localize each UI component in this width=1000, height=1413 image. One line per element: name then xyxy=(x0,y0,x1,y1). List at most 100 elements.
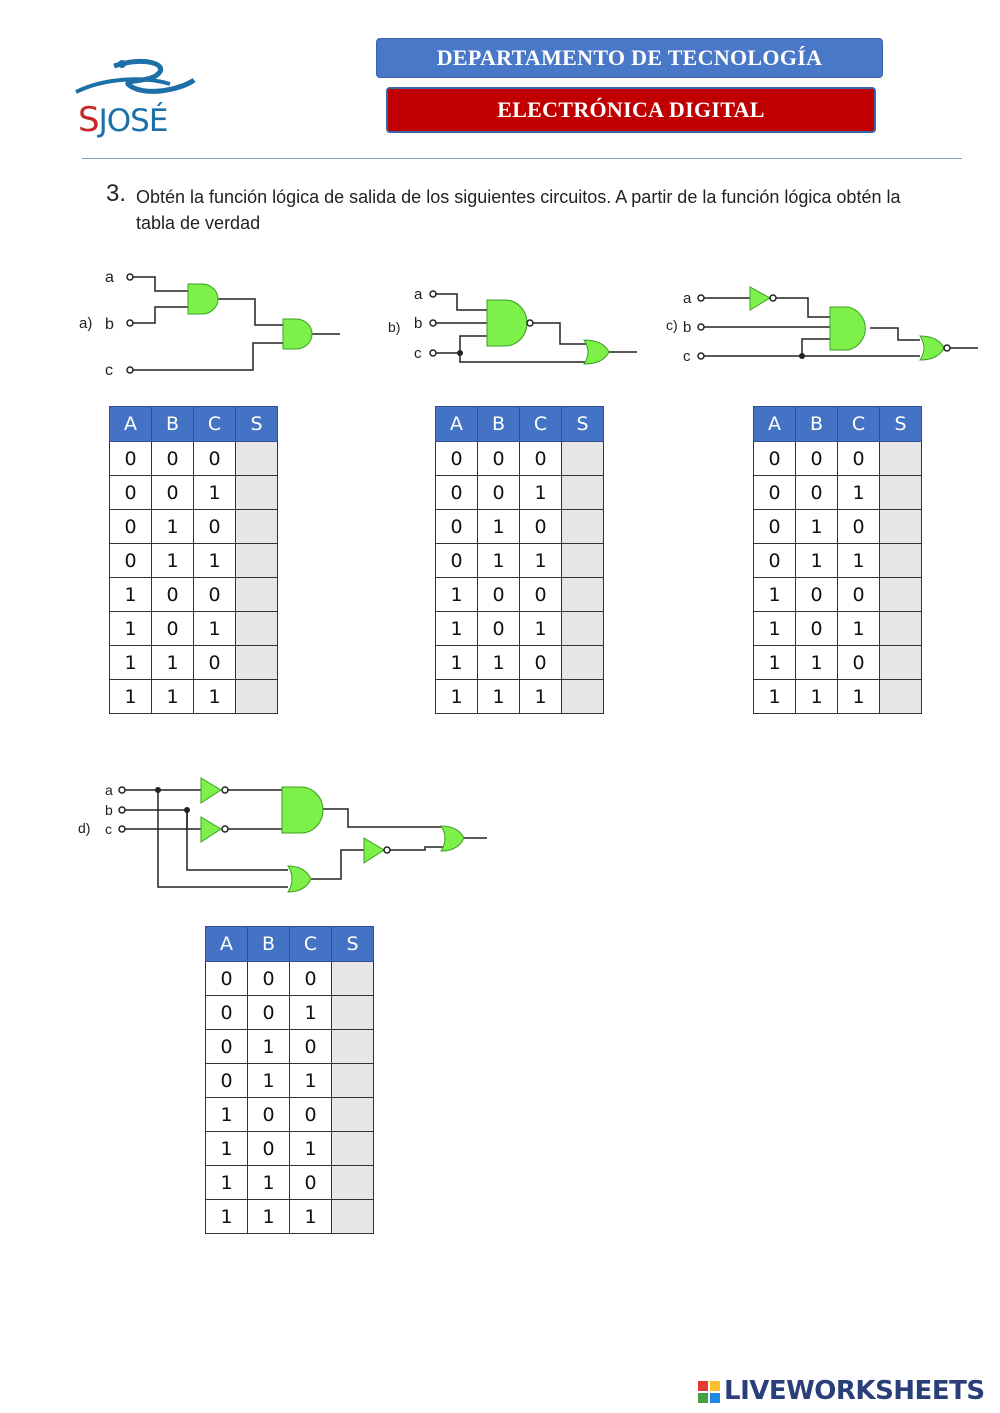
input-value-cell: 0 xyxy=(519,441,562,476)
input-value-cell: 0 xyxy=(109,475,152,510)
output-answer-cell[interactable] xyxy=(561,509,604,544)
input-value-cell: 1 xyxy=(477,543,520,578)
input-value-cell: 1 xyxy=(205,1199,248,1234)
input-value-cell: 0 xyxy=(247,961,290,996)
input-value-cell: 0 xyxy=(795,475,838,510)
output-answer-cell[interactable] xyxy=(331,1029,374,1064)
exercise-instructions: Obtén la función lógica de salida de los… xyxy=(136,187,901,233)
input-value-cell: 0 xyxy=(519,577,562,612)
input-value-cell: 1 xyxy=(435,679,478,714)
input-value-cell: 0 xyxy=(837,577,880,612)
output-answer-cell[interactable] xyxy=(561,679,604,714)
output-answer-cell[interactable] xyxy=(235,441,278,476)
input-value-cell: 1 xyxy=(519,475,562,510)
input-value-cell: 1 xyxy=(289,1131,332,1166)
subject-banner: ELECTRÓNICA DIGITAL xyxy=(386,87,876,133)
circuit-c-input-b: b xyxy=(683,319,691,336)
input-value-cell: 1 xyxy=(151,509,194,544)
circuit-a-input-c: c xyxy=(105,362,113,379)
table-header-cell: A xyxy=(205,926,248,962)
output-answer-cell[interactable] xyxy=(235,509,278,544)
liveworksheets-logo-icon xyxy=(698,1381,720,1403)
output-answer-cell[interactable] xyxy=(235,679,278,714)
output-answer-cell[interactable] xyxy=(561,441,604,476)
output-answer-cell[interactable] xyxy=(561,543,604,578)
input-value-cell: 1 xyxy=(795,543,838,578)
input-value-cell: 0 xyxy=(837,645,880,680)
output-answer-cell[interactable] xyxy=(235,611,278,646)
output-answer-cell[interactable] xyxy=(879,509,922,544)
output-answer-cell[interactable] xyxy=(561,645,604,680)
input-value-cell: 0 xyxy=(795,441,838,476)
circuit-b-label: b) xyxy=(388,319,400,335)
output-answer-cell[interactable] xyxy=(331,1063,374,1098)
input-value-cell: 1 xyxy=(247,1199,290,1234)
output-answer-cell[interactable] xyxy=(235,645,278,680)
input-value-cell: 1 xyxy=(205,1097,248,1132)
input-value-cell: 1 xyxy=(837,475,880,510)
circuit-a-label: a) xyxy=(79,315,92,332)
input-value-cell: 0 xyxy=(247,1097,290,1132)
input-value-cell: 1 xyxy=(193,611,236,646)
input-value-cell: 1 xyxy=(435,577,478,612)
table-header-cell: A xyxy=(435,406,478,442)
input-value-cell: 0 xyxy=(753,475,796,510)
output-answer-cell[interactable] xyxy=(331,1199,374,1234)
circuit-a-input-b: b xyxy=(105,316,114,333)
input-value-cell: 0 xyxy=(151,441,194,476)
input-value-cell: 1 xyxy=(837,611,880,646)
output-answer-cell[interactable] xyxy=(561,611,604,646)
input-value-cell: 1 xyxy=(193,679,236,714)
input-value-cell: 1 xyxy=(289,1063,332,1098)
output-answer-cell[interactable] xyxy=(879,441,922,476)
input-value-cell: 1 xyxy=(247,1165,290,1200)
input-value-cell: 0 xyxy=(193,577,236,612)
circuit-a-diagram: a b c a) xyxy=(79,269,340,379)
output-answer-cell[interactable] xyxy=(561,577,604,612)
input-value-cell: 1 xyxy=(477,679,520,714)
input-value-cell: 0 xyxy=(435,475,478,510)
input-value-cell: 0 xyxy=(519,509,562,544)
input-value-cell: 0 xyxy=(151,577,194,612)
output-answer-cell[interactable] xyxy=(331,1097,374,1132)
output-answer-cell[interactable] xyxy=(331,961,374,996)
output-answer-cell[interactable] xyxy=(331,1131,374,1166)
input-value-cell: 0 xyxy=(795,611,838,646)
input-value-cell: 1 xyxy=(837,679,880,714)
input-value-cell: 0 xyxy=(837,441,880,476)
circuit-c-input-c: c xyxy=(683,348,691,365)
output-answer-cell[interactable] xyxy=(331,1165,374,1200)
output-answer-cell[interactable] xyxy=(879,577,922,612)
output-answer-cell[interactable] xyxy=(879,475,922,510)
output-answer-cell[interactable] xyxy=(879,611,922,646)
output-answer-cell[interactable] xyxy=(879,645,922,680)
output-answer-cell[interactable] xyxy=(235,577,278,612)
input-value-cell: 1 xyxy=(753,645,796,680)
input-value-cell: 0 xyxy=(205,961,248,996)
output-answer-cell[interactable] xyxy=(561,475,604,510)
table-header-cell: S xyxy=(879,406,922,442)
input-value-cell: 1 xyxy=(109,645,152,680)
input-value-cell: 1 xyxy=(435,645,478,680)
output-answer-cell[interactable] xyxy=(235,543,278,578)
output-answer-cell[interactable] xyxy=(879,679,922,714)
output-answer-cell[interactable] xyxy=(331,995,374,1030)
output-answer-cell[interactable] xyxy=(879,543,922,578)
output-answer-cell[interactable] xyxy=(235,475,278,510)
